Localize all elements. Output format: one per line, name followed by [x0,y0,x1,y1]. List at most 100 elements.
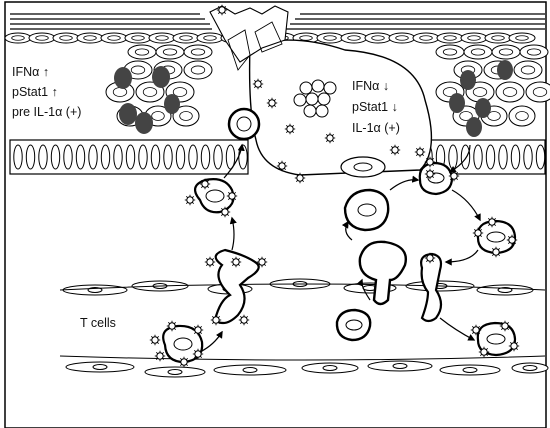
cell-nucleus [395,35,409,41]
cell-nucleus [459,111,473,121]
virus-particle [192,348,204,360]
cell-nucleus [155,35,169,41]
cell-nucleus [162,48,178,56]
epidermal-cell [155,44,185,60]
infiltrating-cell [227,107,261,141]
epidermal-cell [525,81,550,103]
left-label-pstat1: pStat1 ↑ [12,85,58,99]
infected-nuclei-left [114,66,180,134]
cell-nucleus [442,48,458,56]
virus-particle [414,146,426,158]
stratum-corneum [10,13,545,30]
virus-particle [154,350,166,362]
right-label-il1: IL-1α (+) [352,121,400,135]
cell-nucleus [83,35,97,41]
basal-cell [88,144,98,170]
epidermal-cell [127,44,157,60]
blister-cavity [248,39,433,176]
cell-nucleus [142,87,158,97]
cell-nucleus [59,35,73,41]
basal-cell [100,144,111,170]
cell-nucleus [532,87,548,97]
cavity-floor-cell [340,156,386,178]
cell-nucleus [467,35,481,41]
virus-particle [238,314,250,326]
virus-particle [472,227,484,239]
virus-particle [470,324,482,336]
virus-particle [199,178,211,190]
basal-cell [498,144,508,170]
epidermal-cell [484,32,512,44]
fibroblast [367,360,433,372]
cell-nucleus [179,35,193,41]
cell-nucleus [35,35,49,41]
basal-cell [523,144,533,170]
cell-nucleus [107,35,121,41]
basal-cell [13,144,23,170]
cell-nucleus [11,35,25,41]
fibroblast-nucleus [167,369,183,375]
epidermal-cell [460,32,488,44]
epidermal-cell [412,32,440,44]
cell-nucleus [443,35,457,41]
cell-nucleus [515,111,529,121]
epidermal-cell [316,32,344,44]
epidermal-cell [148,32,176,44]
epidermal-cell [183,60,213,80]
cell-nucleus [515,35,529,41]
cell-nucleus [190,65,206,75]
fibroblast [511,362,549,374]
fibroblast-nucleus [497,287,513,293]
basal-cell [225,144,236,170]
cell-nucleus [371,35,385,41]
cell-nucleus [419,35,433,41]
epidermal-cell [28,32,56,44]
virus-particle [506,234,518,246]
fibroblast [213,364,287,376]
virus-particle [499,320,511,332]
right-label-ifn: IFNα ↓ [352,79,389,93]
epidermal-cell [463,44,493,60]
epidermal-cell [435,44,465,60]
left-label-ifn: IFNα ↑ [12,65,49,79]
basal-cell [113,144,123,170]
basal-cell [213,144,223,170]
cell-nucleus [130,65,146,75]
basal-cell [50,144,61,170]
epidermal-cell [340,32,368,44]
virus-particle [486,216,498,228]
cell-nucleus [131,35,145,41]
basal-cell [188,144,198,170]
virus-particle [324,132,336,144]
epidermal-cell [183,44,213,60]
basal-cell [75,144,86,170]
virus-particle [284,123,296,135]
virus-particle [166,320,178,332]
basal-cell [460,144,471,170]
fibroblast-nucleus [392,363,408,369]
left-label-group: IFNα ↑ pStat1 ↑ pre IL-1α (+) [12,65,81,119]
epidermal-cell [495,81,525,103]
epidermal-cell [124,32,152,44]
virus-particle [219,206,231,218]
basal-cell [473,144,483,170]
epidermal-cell [508,32,536,44]
virus-particle [448,170,460,182]
virus-particle [389,144,401,156]
fibroblast-nucleus [462,367,478,373]
fibroblast-nucleus [522,365,538,371]
virus-particle [478,346,490,358]
epidermal-cell [196,32,224,44]
t-cells-label: T cells [80,316,116,330]
virus-particle [216,4,228,16]
virus-particle [204,256,216,268]
figure-frame [4,1,547,428]
cell-nucleus [203,35,217,41]
epidermal-cell [76,32,104,44]
cell-nucleus [323,35,337,41]
virus-particle [424,252,436,264]
virus-particle [276,160,288,172]
epidermal-cell [519,44,549,60]
cell-nucleus [172,87,188,97]
